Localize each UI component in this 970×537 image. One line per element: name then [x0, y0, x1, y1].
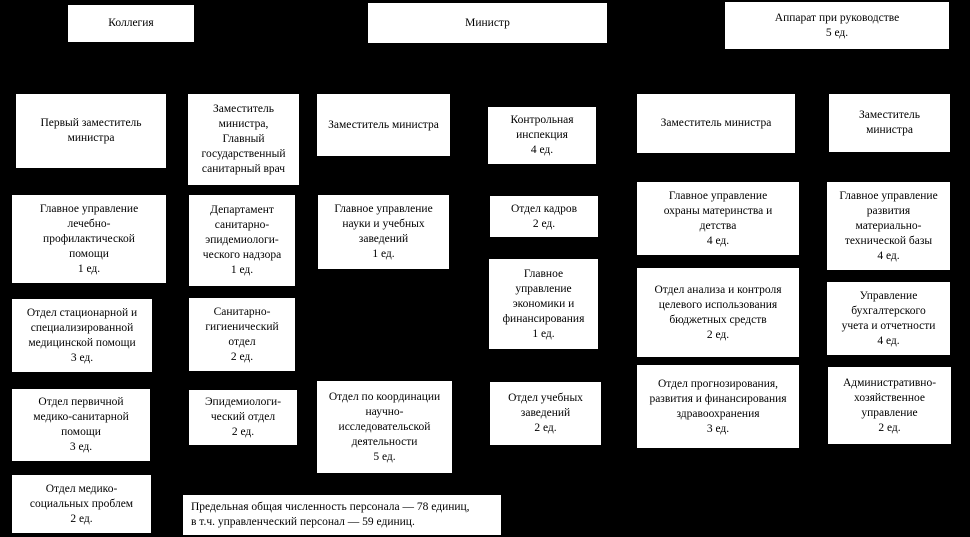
- org-box-epidemiologichesky-otdel: Эпидемиологи- ческий отдел 2 ед.: [189, 390, 297, 445]
- org-box-gu-ekonomiki: Главное управление экономики и финансиро…: [489, 259, 598, 349]
- org-box-zamestitel-ministra-3: Заместитель министра: [317, 94, 450, 156]
- org-box-gu-ohrany-materinstva: Главное управление охраны материнства и …: [637, 182, 799, 255]
- org-box-kontrolnaya-inspekciya: Контрольная инспекция 4 ед.: [488, 107, 596, 164]
- org-box-zamestitel-sanvrach: Заместитель министра, Главный государств…: [188, 94, 299, 185]
- org-box-pervy-zamestitel: Первый заместитель министра: [16, 94, 166, 168]
- org-box-gu-razvitiya-matbazy: Главное управление развития материально-…: [827, 182, 950, 270]
- org-box-otdel-kadrov: Отдел кадров 2 ед.: [490, 196, 598, 237]
- org-box-ministr: Министр: [368, 3, 607, 43]
- org-box-upravlenie-buhucheta: Управление бухгалтерского учета и отчетн…: [827, 282, 950, 355]
- org-box-departament-sanepidnadzora: Департамент санитарно- эпидемиологи- чес…: [189, 195, 295, 286]
- org-box-otdel-koordinacii-nir: Отдел по координации научно- исследовате…: [317, 381, 452, 473]
- org-box-otdel-medico-socialnyh: Отдел медико- социальных проблем 2 ед.: [12, 475, 151, 533]
- org-box-gu-lechebno-profilakticheskoy: Главное управление лечебно- профилактиче…: [12, 195, 166, 283]
- org-box-zamestitel-ministra-6: Заместитель министра: [829, 94, 950, 152]
- org-box-gu-nauki: Главное управление науки и учебных завед…: [318, 195, 449, 269]
- org-box-otdel-prognozirovaniya: Отдел прогнозирования, развития и финанс…: [637, 365, 799, 448]
- org-box-sanitarno-gigienichesky-otdel: Санитарно- гигиенический отдел 2 ед.: [189, 298, 295, 371]
- org-box-kollegiya: Коллегия: [68, 5, 194, 42]
- org-box-otdel-stacionarnoy-pomoshi: Отдел стационарной и специализированной …: [12, 299, 152, 372]
- org-note-total-staff: Предельная общая численность персонала —…: [183, 495, 501, 535]
- org-box-zamestitel-ministra-5: Заместитель министра: [637, 94, 795, 153]
- org-box-otdel-uchebnyh-zavedeniy: Отдел учебных заведений 2 ед.: [490, 382, 601, 445]
- org-box-admin-hozyaystvennoe: Административно- хозяйственное управлени…: [828, 367, 951, 444]
- org-box-apparat-pri-rukovodstve: Аппарат при руководстве 5 ед.: [725, 2, 949, 49]
- org-box-otdel-pervichnoy-pomoshi: Отдел первичной медико-санитарной помощи…: [12, 389, 150, 461]
- org-box-otdel-analiza-kontrolya: Отдел анализа и контроля целевого исполь…: [637, 268, 799, 357]
